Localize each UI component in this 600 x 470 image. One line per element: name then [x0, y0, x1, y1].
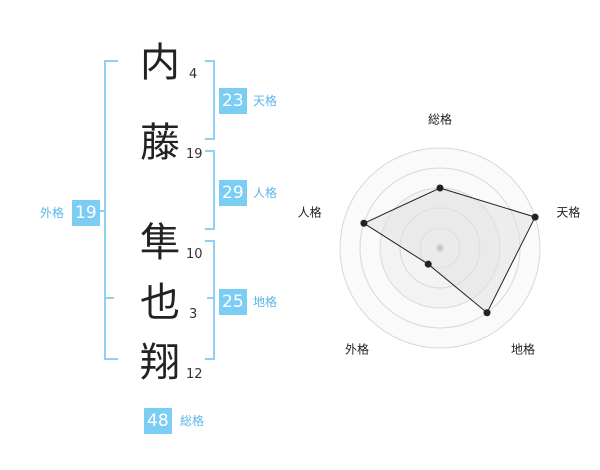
radar-point-4 [424, 260, 432, 268]
stroke-count-5: 12 [186, 367, 203, 382]
stroke-count-2: 19 [186, 147, 203, 162]
chikaku-bracket-top [205, 240, 215, 242]
chikaku-label: 地格 [253, 295, 278, 309]
name-char-3: 隼 [140, 220, 180, 266]
radar-axis-label-2: 天格 [556, 204, 580, 219]
jinkaku-bracket [213, 150, 215, 230]
radar-point-3 [483, 309, 491, 317]
chikaku-bracket [213, 240, 215, 360]
gaikaku-bracket-top [104, 60, 118, 62]
radar-value-polygon [362, 187, 536, 314]
gaikaku-bracket [104, 60, 106, 360]
radar-point-2 [531, 213, 539, 221]
chikaku-bracket-tick [207, 297, 215, 299]
gaikaku-score-badge: 19 [72, 200, 100, 226]
jinkaku-label: 人格 [253, 186, 278, 200]
radar-axis-label-4: 外格 [345, 342, 369, 357]
jinkaku-bracket-bottom [205, 228, 215, 230]
stroke-count-3: 10 [186, 247, 203, 262]
radar-center-dot [436, 244, 444, 252]
name-char-1: 内 [140, 40, 180, 86]
chikaku-score-badge: 25 [219, 289, 247, 315]
radar-point-5 [360, 219, 368, 227]
chikaku-bracket-bottom [205, 358, 215, 360]
radar-point-1 [436, 184, 444, 192]
radar-axis-label-1: 総格 [428, 112, 452, 127]
gaikaku-bracket-bottom [104, 358, 118, 360]
soukaku-score-badge: 48 [144, 408, 172, 434]
radar-axis-label-5: 人格 [298, 204, 322, 219]
gaikaku-bracket-mid [104, 297, 114, 299]
gaikaku-bracket-tick [98, 210, 105, 212]
jinkaku-score-badge: 29 [219, 180, 247, 206]
gaikaku-label: 外格 [40, 206, 65, 220]
tenkaku-label: 天格 [253, 94, 278, 108]
tenkaku-bracket-top [205, 60, 215, 62]
soukaku-label: 総格 [180, 414, 205, 428]
name-char-2: 藤 [140, 120, 180, 166]
name-char-5: 翔 [140, 340, 180, 386]
stroke-count-1: 4 [189, 67, 198, 82]
stroke-count-4: 3 [189, 307, 198, 322]
tenkaku-bracket-bottom [205, 138, 215, 140]
name-char-4: 也 [140, 280, 180, 326]
tenkaku-score-badge: 23 [219, 88, 247, 114]
tenkaku-bracket [213, 60, 215, 140]
jinkaku-bracket-top [205, 150, 215, 152]
radar-axis-label-3: 地格 [511, 342, 535, 357]
